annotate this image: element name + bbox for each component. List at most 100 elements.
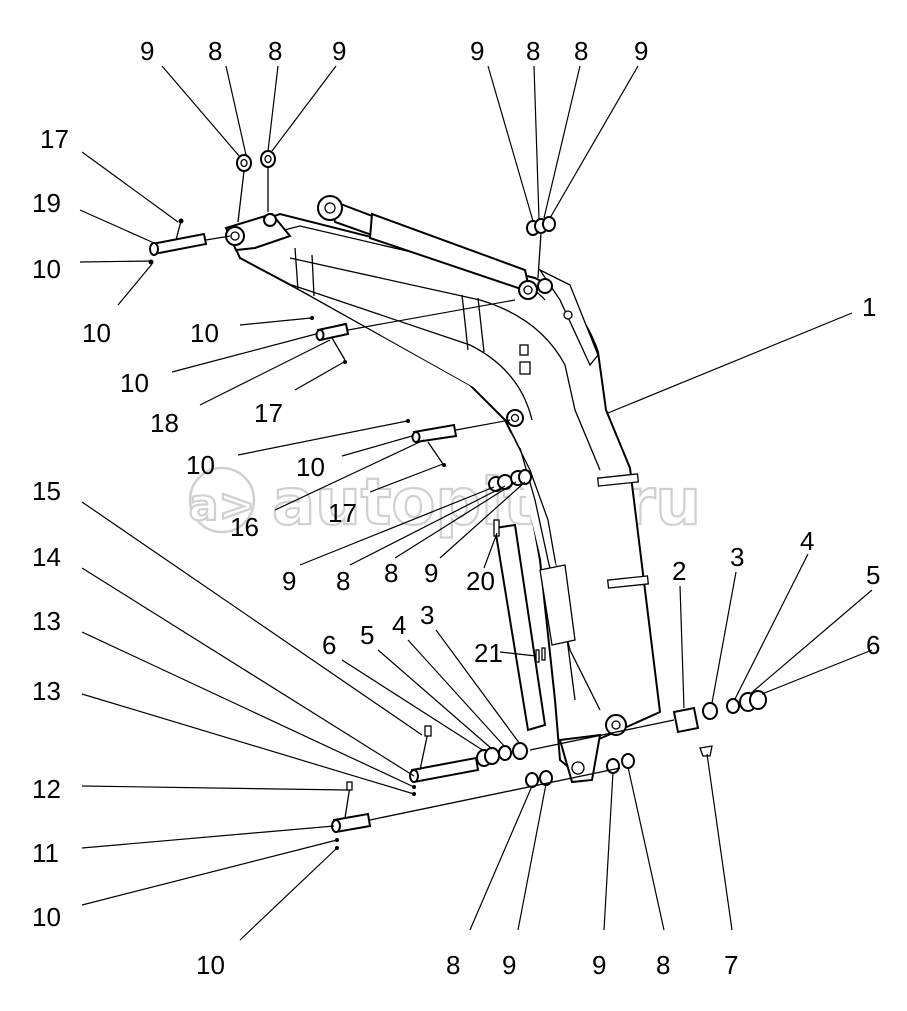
- pin-18-end: [315, 329, 325, 341]
- nut-10-pin16: [406, 419, 410, 423]
- arm-cylinder-barrel: [493, 523, 547, 732]
- pin-axis-top-left: [205, 235, 231, 241]
- leader-9d: [439, 481, 526, 559]
- bottom-lug: [558, 733, 602, 784]
- callout-8f: 8: [656, 950, 670, 980]
- leader-10f: [341, 435, 413, 457]
- bolt-17-pin18-head: [343, 360, 347, 364]
- callout-13b: 13: [32, 676, 61, 706]
- callout-17a: 17: [40, 124, 69, 154]
- leader-tr-9a: [487, 65, 534, 222]
- callout-18: 18: [150, 408, 179, 438]
- callout-5a: 5: [360, 620, 374, 650]
- top-left-lug-pin: [263, 213, 277, 227]
- callout-tr-8a: 8: [526, 36, 540, 66]
- callout-labels: 9 8 8 9 9 8 8 9 17 19 10 10 10 10 18 17 …: [32, 36, 880, 980]
- leader-9e: [517, 783, 547, 931]
- leader-8d: [394, 481, 517, 559]
- callout-4a: 4: [392, 610, 406, 640]
- callout-8e: 8: [446, 950, 460, 980]
- callout-6b: 6: [866, 630, 880, 660]
- leader-10b: [117, 263, 153, 306]
- callout-12: 12: [32, 774, 61, 804]
- leader-lines: [79, 65, 873, 941]
- leader-10a: [79, 260, 152, 263]
- leader-tr-9b: [549, 65, 639, 219]
- leader-5b: [749, 589, 873, 695]
- pin-16: [412, 423, 458, 444]
- leader-tl-8b: [267, 65, 279, 152]
- callout-14: 14: [32, 542, 61, 572]
- leader-11: [81, 825, 335, 849]
- leader-3a: [435, 629, 521, 745]
- leader-13a: [81, 631, 415, 788]
- callout-tl-8b: 8: [268, 36, 282, 66]
- callout-17b: 17: [254, 398, 283, 428]
- boom-cylinder-eye-hole: [324, 202, 336, 214]
- leader-10d: [171, 333, 317, 373]
- leader-10h: [239, 847, 338, 941]
- callout-17c: 17: [328, 498, 357, 528]
- leader-17b: [294, 361, 345, 391]
- leader-tl-9a: [161, 65, 241, 158]
- bottom-lug-hole: [571, 761, 585, 775]
- callout-11: 11: [32, 838, 59, 868]
- leader-20: [483, 532, 498, 569]
- leader-17a: [81, 151, 179, 223]
- callout-tl-9b: 9: [332, 36, 346, 66]
- callout-10c: 10: [190, 318, 219, 348]
- leader-3b: [711, 571, 737, 704]
- callout-tl-8a: 8: [208, 36, 222, 66]
- top-left-pivot-pin-inner: [230, 231, 240, 241]
- bushing-3-right: [702, 702, 718, 720]
- bushing-3-lower: [512, 742, 528, 760]
- bolt-12-head: [346, 781, 353, 791]
- washer-8-bottom-b: [621, 753, 635, 769]
- leader-17c: [369, 463, 444, 493]
- callout-tl-9a: 9: [140, 36, 154, 66]
- leader-4a: [407, 639, 506, 748]
- callout-10g: 10: [32, 902, 61, 932]
- leader-19: [79, 209, 155, 244]
- leader-9f: [603, 771, 614, 931]
- callout-tr-9a: 9: [470, 36, 484, 66]
- callout-9f: 9: [592, 950, 606, 980]
- washer-mid-2: [497, 474, 513, 490]
- washer-tl-1-inner: [240, 158, 248, 168]
- bottom-right-pivot-inner: [611, 720, 621, 730]
- callout-7: 7: [724, 950, 738, 980]
- pin-16-end: [411, 431, 421, 443]
- leader-10g: [81, 839, 338, 906]
- leader-8c: [349, 485, 506, 566]
- nut-10-pin18: [310, 316, 314, 320]
- callout-5b: 5: [866, 560, 880, 590]
- callout-9e: 9: [502, 950, 516, 980]
- bolt-17-shaft: [175, 220, 182, 241]
- callout-10e: 10: [186, 450, 215, 480]
- callout-16: 16: [230, 512, 259, 542]
- bolt-17-pin18: [331, 337, 346, 361]
- leader-pin16-axis: [455, 419, 511, 431]
- pin-axis-right: [529, 719, 675, 751]
- bolt-15-shaft: [419, 731, 429, 771]
- callout-10f: 10: [296, 452, 325, 482]
- bolt-17-pin16: [427, 441, 444, 465]
- callout-3b: 3: [730, 542, 744, 572]
- callout-15: 15: [32, 476, 61, 506]
- grease-fitting-21b: [541, 647, 546, 661]
- callout-10d: 10: [120, 368, 149, 398]
- watermark-logo-glyph: a>: [189, 480, 256, 531]
- callout-4b: 4: [800, 526, 814, 556]
- bracket-plate-1: [519, 344, 529, 356]
- boom-bulkhead-3: [461, 294, 469, 351]
- leader-tl-8a: [225, 65, 247, 156]
- bracket-plate-2: [519, 361, 531, 375]
- shaft-tr: [537, 232, 542, 279]
- bolt-15-head: [424, 725, 432, 737]
- pin-19-end: [149, 242, 159, 256]
- leader-21: [499, 651, 537, 657]
- washer-tl-2-inner: [264, 154, 272, 164]
- washer-5-lower: [484, 747, 500, 765]
- callout-19: 19: [32, 188, 61, 218]
- boom-bulkhead-2: [311, 254, 315, 297]
